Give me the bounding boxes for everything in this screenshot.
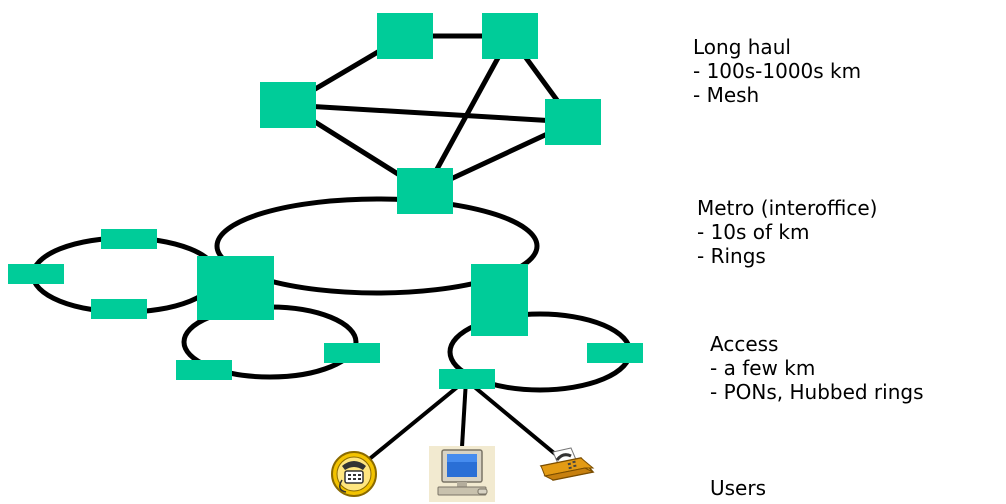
metro-hub-node — [397, 168, 453, 214]
metro-topology: - Rings — [697, 244, 766, 268]
long-haul-topology: - Mesh — [693, 83, 760, 107]
access-topology: - PONs, Hubbed rings — [710, 380, 924, 404]
access-title: Access — [710, 332, 779, 356]
long-haul-links — [286, 33, 576, 194]
access-distance: - a few km — [710, 356, 816, 380]
mesh-link — [287, 102, 574, 125]
mesh-link — [422, 34, 513, 193]
access-node — [91, 299, 147, 319]
access-node — [587, 343, 643, 363]
access-node — [324, 343, 380, 363]
metro-node — [197, 256, 274, 320]
long-haul-node — [260, 82, 316, 128]
long-haul-node — [545, 99, 601, 145]
long-haul-label: Long haul - 100s-1000s km - Mesh — [693, 35, 861, 107]
long-haul-distance: - 100s-1000s km — [693, 59, 862, 83]
user-link — [464, 378, 562, 460]
users-title: Users — [710, 476, 767, 500]
access-label: Access - a few km - PONs, Hubbed rings — [710, 332, 924, 404]
fax-machine-icon — [539, 447, 595, 481]
metro-distance: - 10s of km — [697, 220, 810, 244]
users-label: Users — [710, 476, 766, 500]
metro-title: Metro (interoffice) — [697, 196, 878, 220]
access-node — [8, 264, 64, 284]
access-node — [101, 229, 157, 249]
user-link — [354, 378, 468, 472]
long-haul-title: Long haul — [693, 35, 791, 59]
user-link — [460, 379, 468, 448]
long-haul-node — [482, 13, 538, 59]
metro-label: Metro (interoffice) - 10s of km - Rings — [697, 196, 877, 268]
nodes — [8, 13, 643, 389]
long-haul-node — [377, 13, 433, 59]
computer-icon — [429, 446, 495, 502]
access-node — [439, 369, 495, 389]
metro-node — [471, 264, 528, 336]
user-links — [354, 378, 562, 472]
telephone-icon — [331, 451, 377, 497]
access-node — [176, 360, 232, 380]
metro-ring — [214, 196, 540, 296]
